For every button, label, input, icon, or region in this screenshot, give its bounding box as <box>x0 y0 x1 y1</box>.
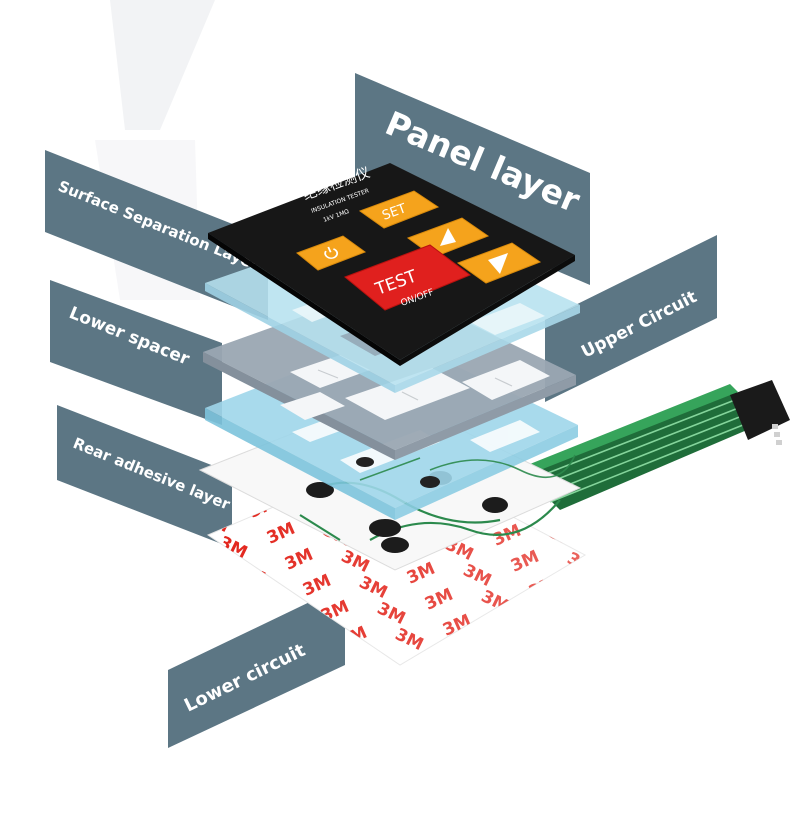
surface-separation-ribbon <box>45 150 268 320</box>
adhesive-3m-logo: 3M <box>612 535 646 565</box>
adhesive-3m-logo: 3M <box>544 599 578 629</box>
lower-spacer-ribbon <box>50 280 222 425</box>
adhesive-3m-logo: 3M <box>648 587 682 617</box>
set-key[interactable]: SET <box>358 190 440 229</box>
adhesive-3m-logo: 3M <box>496 613 531 644</box>
panel-layer-ribbon <box>355 73 590 285</box>
adhesive-3m-logo: 3M <box>630 561 664 591</box>
adhesive-3m-logo: 3M <box>458 637 492 667</box>
down-arrow-icon <box>488 253 508 274</box>
adhesive-3m-logo: 3M <box>600 601 635 632</box>
power-icon <box>324 246 338 259</box>
power-key[interactable] <box>296 235 367 271</box>
adhesive-3m-logo: 3M <box>562 625 596 655</box>
adhesive-3m-logo: 3M <box>666 613 700 643</box>
adhesive-3m-logo: 3M <box>514 639 549 670</box>
background-streak <box>110 0 215 130</box>
down-key[interactable] <box>456 242 542 284</box>
adhesive-3m-logo: 3M <box>252 585 287 616</box>
adhesive-3m-logo: 3M <box>618 627 653 658</box>
adhesive-3m-logo: 3M <box>582 575 617 606</box>
rear-adhesive-ribbon <box>57 405 232 548</box>
lower-circuit-ribbon <box>168 585 345 748</box>
up-arrow-icon <box>440 228 456 246</box>
flex-tail <box>520 380 790 510</box>
upper-circuit-ribbon <box>545 235 717 402</box>
test-onoff-key[interactable]: TEST ON/OFF <box>344 244 472 311</box>
adhesive-3m-logo: 3M <box>594 509 628 539</box>
